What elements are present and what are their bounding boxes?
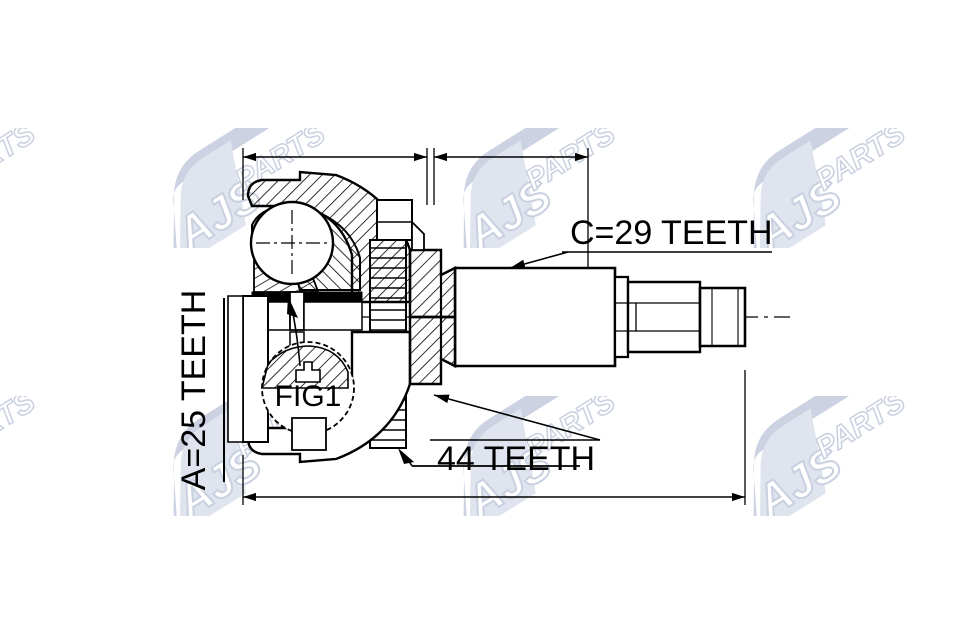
leader-spline-c — [509, 251, 772, 269]
fig1-detail-callout — [260, 341, 355, 451]
dimension-top-left — [242, 148, 428, 205]
dimension-bottom-overall — [242, 370, 746, 505]
label-abs-ring: 44 TEETH — [437, 440, 595, 478]
leader-abs-ring — [398, 394, 601, 467]
output-shaft — [439, 266, 747, 368]
cv-joint-ball — [249, 200, 335, 286]
label-fig1: FIG1 — [275, 380, 342, 413]
threaded-shaft-end — [698, 286, 747, 348]
label-spline-a: A=25 TEETH — [175, 290, 213, 491]
label-spline-c: C=29 TEETH — [570, 214, 773, 252]
shaft-spline-25-teeth — [227, 295, 269, 443]
fig1-leader-line — [287, 296, 301, 367]
label-spline-a-group: A=25 TEETH — [175, 290, 225, 491]
